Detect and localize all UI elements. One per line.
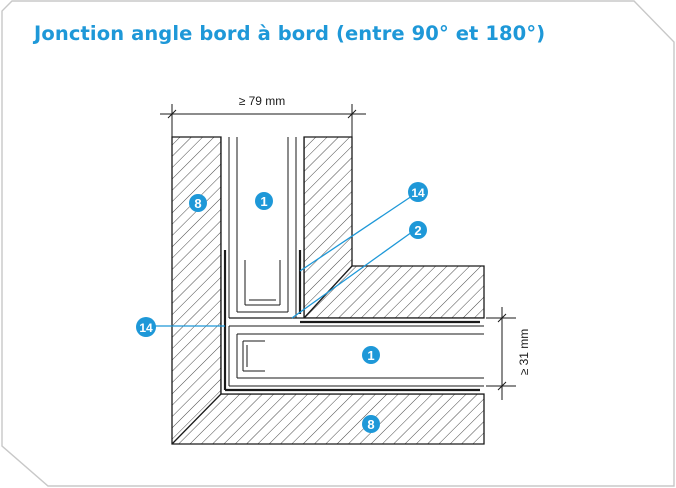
- dimension-width: [160, 104, 366, 137]
- dimension-width-label: ≥ 79 mm: [239, 94, 286, 108]
- dimension-thickness-label: ≥ 31 mm: [517, 329, 531, 376]
- svg-text:1: 1: [260, 194, 267, 209]
- page-title: Jonction angle bord à bord (entre 90° et…: [34, 22, 546, 45]
- svg-text:14: 14: [411, 186, 425, 200]
- svg-text:2: 2: [414, 223, 421, 238]
- marker-14-left: 14: [136, 317, 156, 337]
- marker-8-bottom: 8: [362, 415, 380, 433]
- svg-text:14: 14: [139, 321, 153, 335]
- dimension-thickness: [486, 307, 516, 400]
- svg-text:1: 1: [367, 348, 374, 363]
- marker-2: 2: [409, 221, 427, 239]
- seal-lines: [223, 250, 480, 392]
- svg-text:8: 8: [367, 417, 374, 432]
- leader-lines: [150, 195, 413, 327]
- svg-text:8: 8: [194, 196, 201, 211]
- marker-14-top: 14: [408, 182, 428, 202]
- marker-1-top: 1: [255, 192, 273, 210]
- vertical-panel: [220, 137, 305, 394]
- marker-8-left: 8: [189, 194, 207, 212]
- horizontal-panel: [221, 317, 484, 395]
- marker-1-right: 1: [362, 346, 380, 364]
